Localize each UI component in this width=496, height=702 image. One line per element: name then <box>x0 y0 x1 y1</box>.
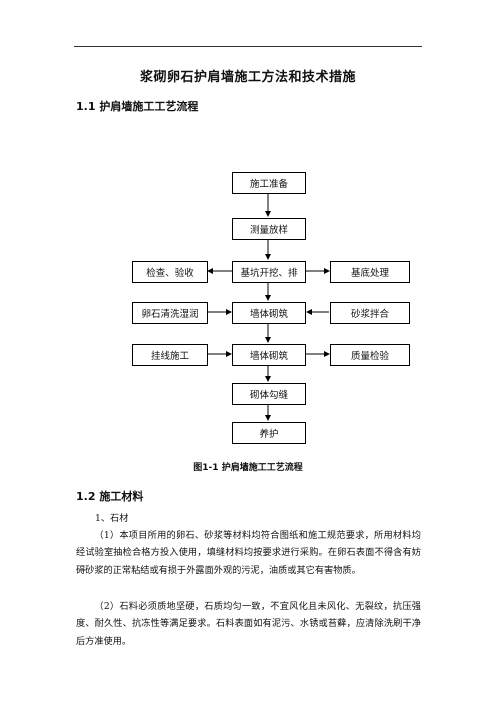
flow-box-quality: 质量检验 <box>330 344 410 366</box>
flow-box-survey: 测量放样 <box>232 218 306 240</box>
flow-box-start: 施工准备 <box>232 172 306 194</box>
flow-box-inspect: 检查、验收 <box>132 261 208 283</box>
section-heading-2: 1.2 施工材料 <box>76 490 144 503</box>
paragraph-1: （1）本项目所用的卵石、砂浆等材料均符合图纸和施工规范要求，所用材料均经试验室抽… <box>76 530 421 576</box>
header-rule <box>74 46 422 47</box>
document-title: 浆砌卵石护肩墙施工方法和技术措施 <box>139 70 356 85</box>
flow-box-masonry-2: 墙体砌筑 <box>232 344 306 366</box>
flow-box-excavate: 基坑开挖、排 <box>232 261 306 283</box>
list-item-stone: 1、石材 <box>95 513 129 524</box>
section-heading-1: 1.1 护肩墙施工工艺流程 <box>76 100 199 113</box>
flow-box-mortar: 砂浆拌合 <box>330 302 410 324</box>
flow-box-masonry-1: 墙体砌筑 <box>232 302 306 324</box>
flow-box-pointing: 砌体勾缝 <box>232 383 306 405</box>
flow-box-foundation: 基底处理 <box>330 261 410 283</box>
figure-caption: 图1-1 护肩墙施工工艺流程 <box>193 463 303 473</box>
flow-box-line: 挂线施工 <box>132 344 208 366</box>
flow-box-wash: 卵石清洗湿润 <box>132 302 208 324</box>
paragraph-2: （2）石料必须质地坚硬，石质均匀一致，不宜风化且未风化、无裂纹，抗压强度、耐久性… <box>76 601 421 647</box>
flow-box-curing: 养护 <box>232 422 306 444</box>
